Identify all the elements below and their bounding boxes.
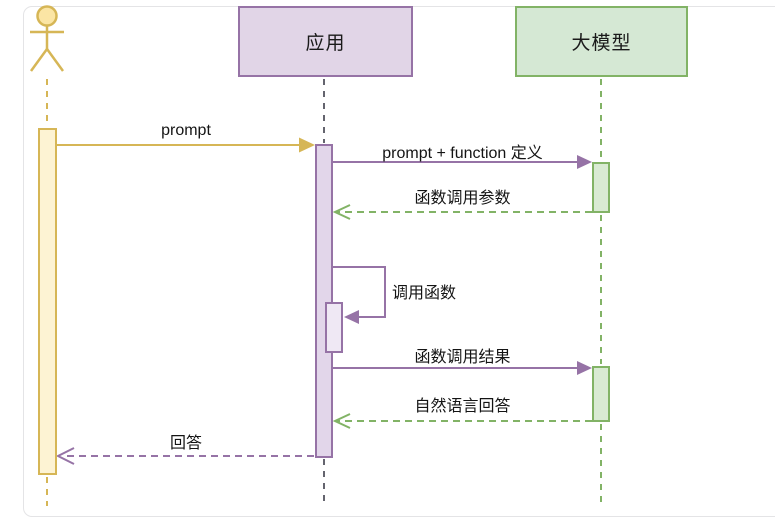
open-arrowhead-icon — [55, 447, 75, 465]
participant-llm-label: 大模型 — [571, 33, 632, 54]
message-label-answer: 回答 — [169, 435, 202, 452]
canvas-border — [23, 6, 775, 517]
filled-arrowhead-icon — [577, 155, 592, 169]
activation-user — [38, 128, 57, 475]
message-label-self-call: 调用函数 — [392, 285, 457, 302]
filled-arrowhead-icon — [299, 137, 315, 153]
message-label-function-result: 函数调用结果 — [414, 349, 511, 366]
message-arrow-self-call — [333, 266, 386, 324]
activation-llm-second — [592, 366, 610, 422]
activation-app — [315, 144, 333, 458]
message-arrow-prompt-function — [333, 155, 592, 169]
activation-app-nested — [325, 302, 343, 353]
message-label-prompt: prompt — [161, 122, 211, 139]
filled-arrowhead-icon — [577, 361, 592, 375]
message-arrow-natural-language-reply — [332, 413, 592, 429]
message-label-prompt-function: prompt + function 定义 — [382, 145, 543, 162]
activation-llm-first — [592, 162, 610, 213]
participant-app-label: 应用 — [305, 33, 346, 54]
actor-icon — [29, 5, 65, 72]
filled-arrowhead-icon — [344, 310, 359, 324]
participant-llm: 大模型 — [515, 6, 688, 77]
message-arrow-function-result — [333, 361, 592, 375]
message-arrow-prompt — [57, 137, 315, 153]
message-arrow-function-params — [332, 204, 592, 220]
message-label-function-params: 函数调用参数 — [414, 190, 511, 207]
message-arrow-answer — [55, 447, 314, 465]
message-label-natural-language-reply: 自然语言回答 — [414, 398, 511, 415]
open-arrowhead-icon — [332, 413, 351, 429]
participant-app: 应用 — [238, 6, 413, 77]
open-arrowhead-icon — [332, 204, 351, 220]
